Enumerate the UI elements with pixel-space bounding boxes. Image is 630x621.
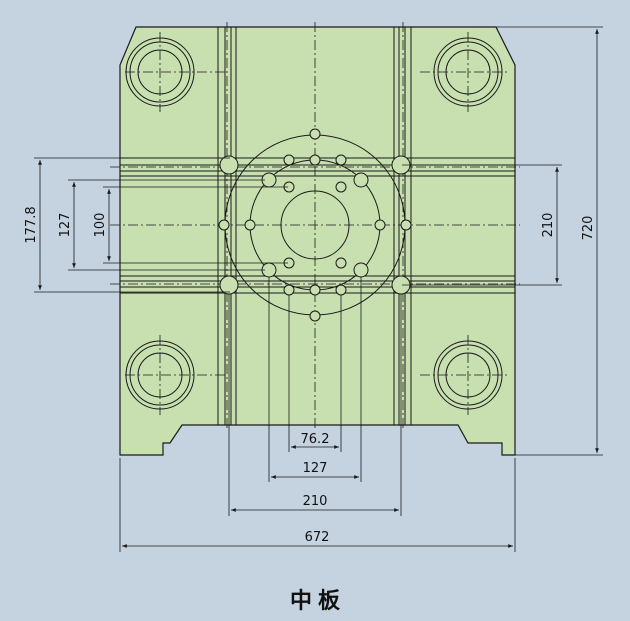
dim-bolt-h-outer: 127 [303, 461, 328, 476]
dim-slot-spacing-v: 210 [541, 213, 556, 238]
center-lines [110, 22, 520, 430]
dimension-lines [38, 29, 599, 548]
dim-bolt-h-inner: 76.2 [301, 432, 330, 447]
plate-outline [119, 26, 516, 456]
dim-overall-height: 720 [581, 216, 596, 241]
bore-bottom-left [125, 340, 195, 410]
dim-slot-spacing-h: 210 [303, 494, 328, 509]
vertical-slots [217, 27, 412, 425]
dim-left-outer: 177.8 [24, 206, 39, 243]
extension-lines [34, 26, 603, 552]
drawing-caption: 中板 [290, 589, 346, 614]
bore-top-left [125, 37, 195, 107]
dim-left-inner: 100 [93, 213, 108, 238]
bore-top-right [433, 37, 503, 107]
dim-left-mid: 127 [58, 213, 73, 238]
tie-bar-bores [125, 37, 503, 410]
center-holes [218, 128, 412, 322]
bore-bottom-right [433, 340, 503, 410]
dim-overall-width: 672 [305, 530, 330, 545]
